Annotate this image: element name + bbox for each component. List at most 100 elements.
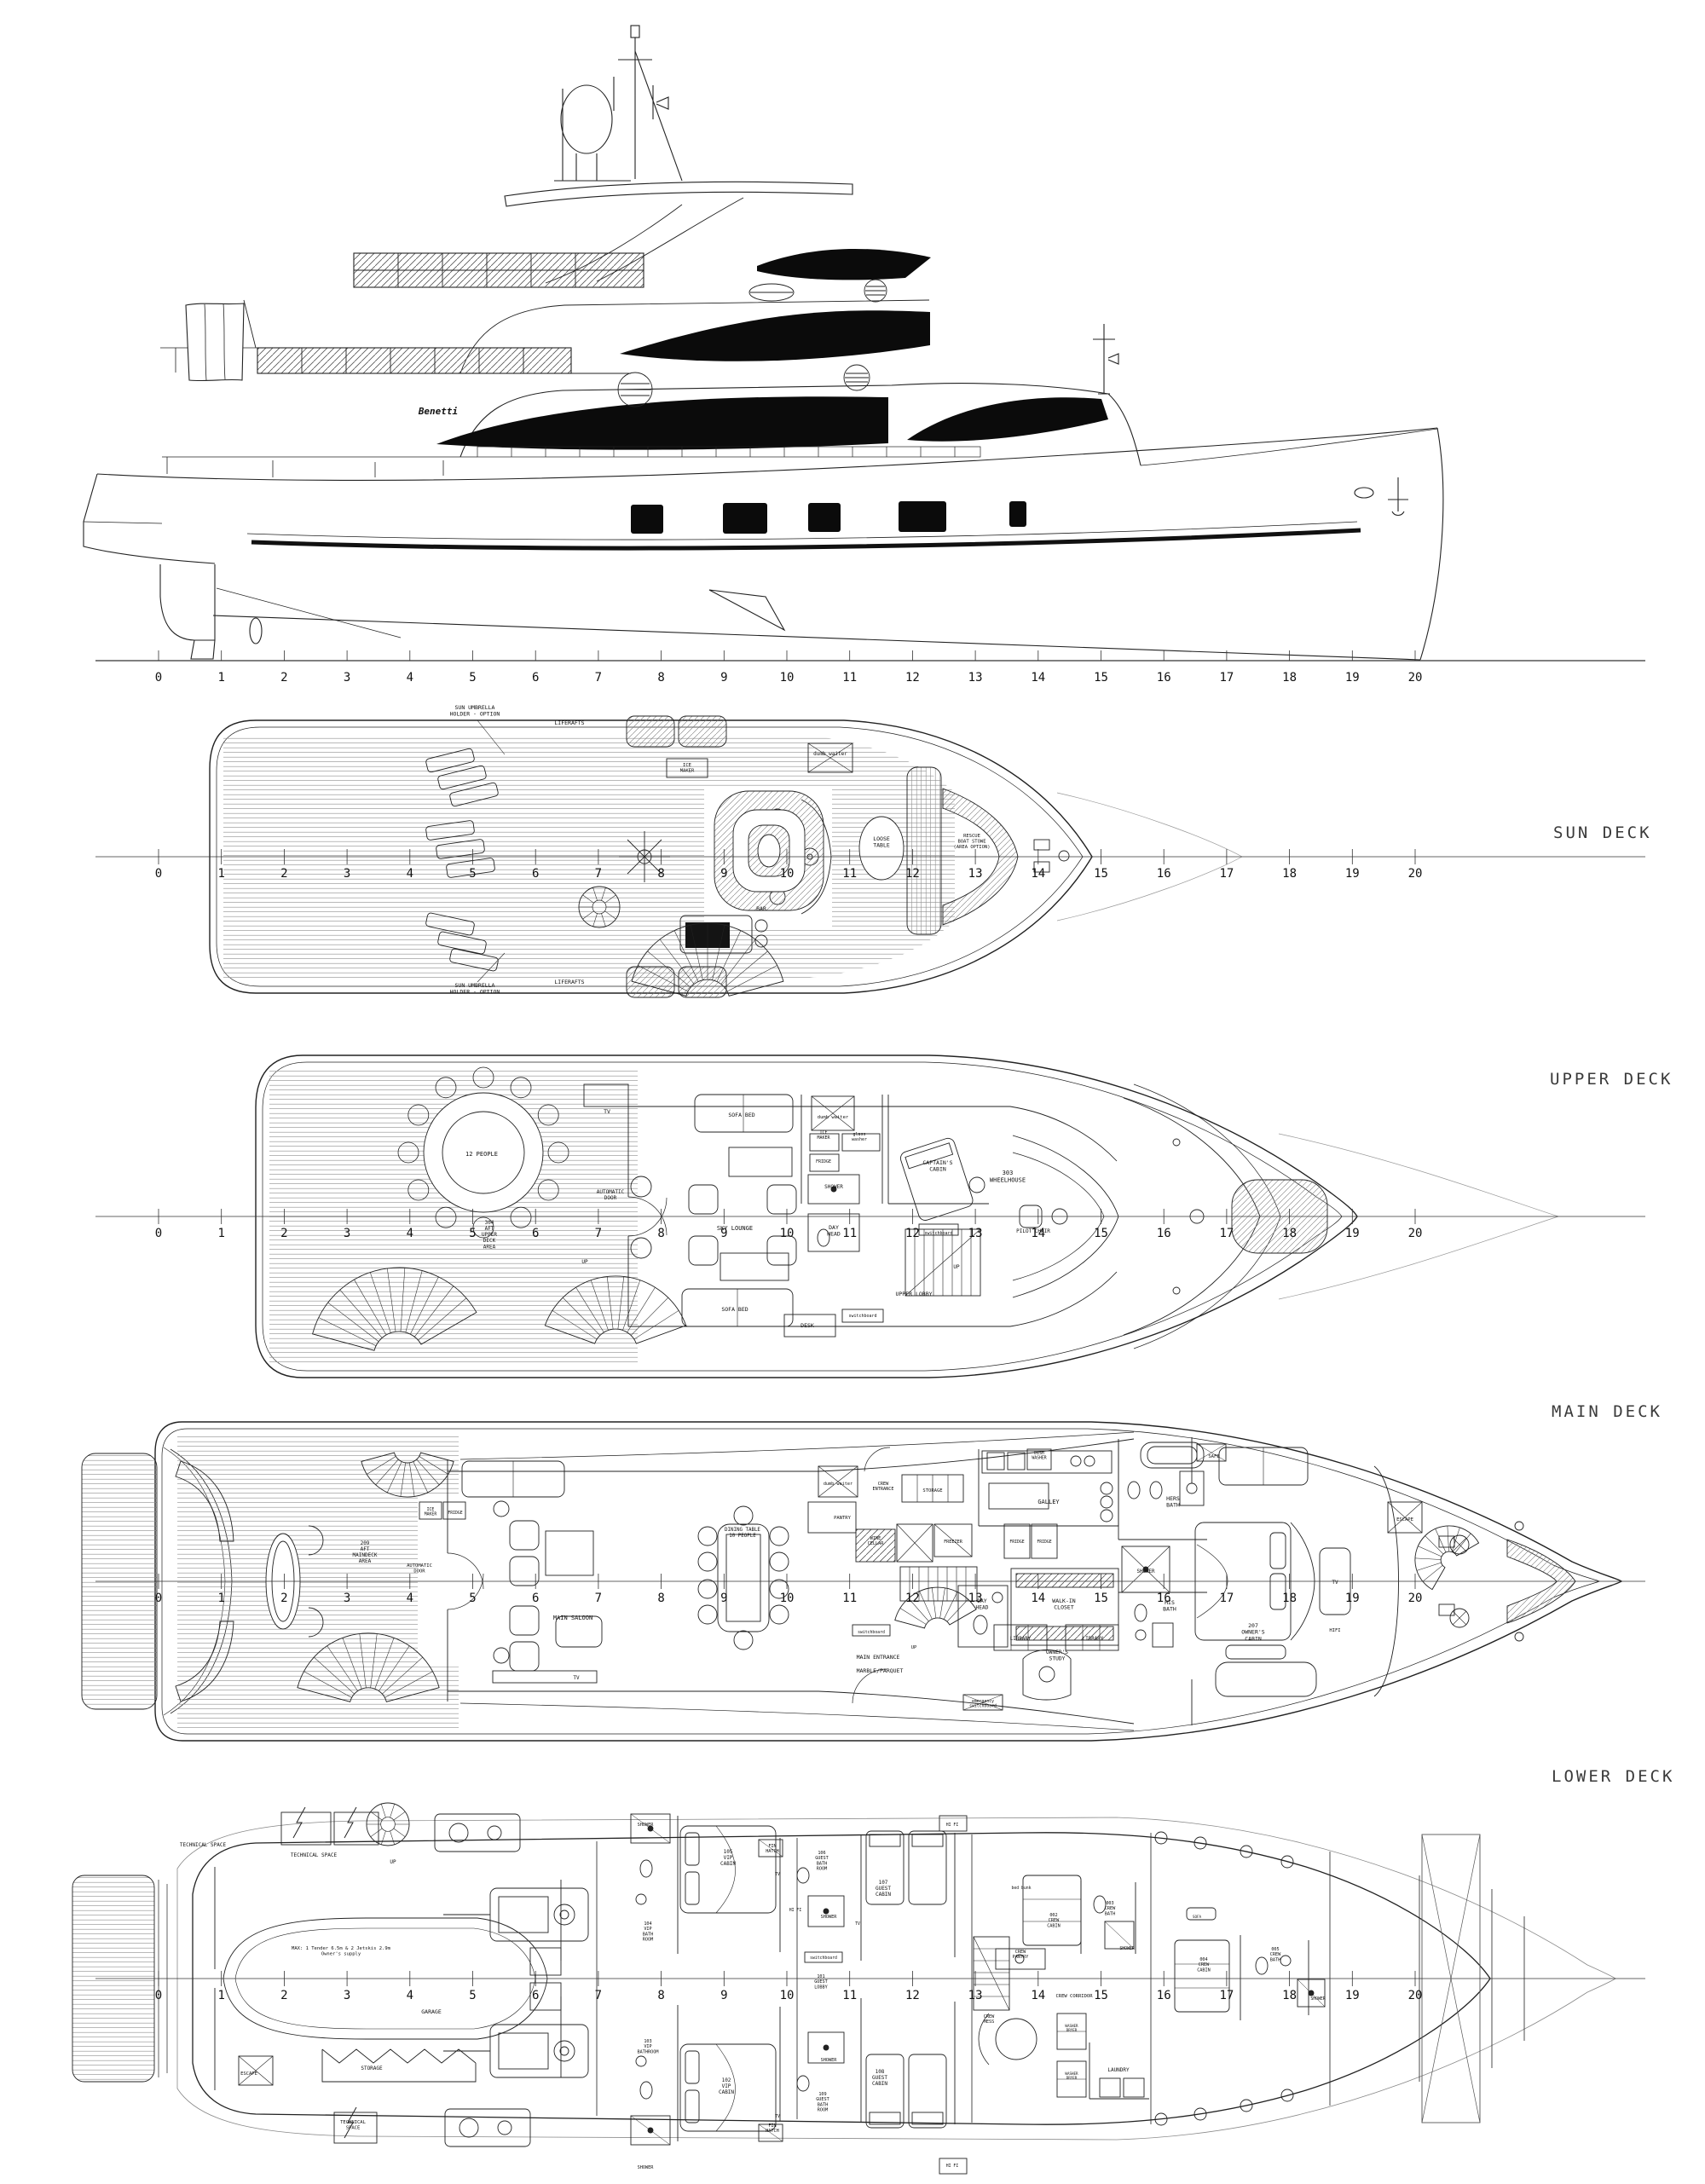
ruler-number: 10	[780, 1989, 795, 2002]
plan-label: LIFERAFTS	[554, 979, 584, 985]
ruler-number: 12	[905, 671, 920, 685]
plan-label: SHOWER	[821, 1915, 838, 1920]
plan-label: SKY LOUNGE	[717, 1225, 753, 1232]
ruler-number: 1	[217, 1592, 224, 1605]
ruler-number: 20	[1408, 1989, 1423, 2002]
plan-label: UP	[390, 1859, 396, 1865]
plan-label: STORAGE	[361, 2066, 383, 2071]
ruler-number: 14	[1031, 1227, 1045, 1240]
plan-label: SOFA BED	[728, 1112, 754, 1118]
ruler-number: 2	[280, 1227, 287, 1240]
ruler-number: 0	[155, 1989, 162, 2002]
ruler-number: 15	[1094, 671, 1108, 685]
plan-label: TV	[1332, 1580, 1338, 1586]
plan-label: SHOWER	[821, 2058, 838, 2063]
ruler-number: 8	[657, 867, 664, 881]
ruler-number: 15	[1094, 1592, 1108, 1605]
ruler-number: 13	[968, 1592, 983, 1605]
plan-label: TV	[604, 1108, 610, 1115]
dining-chair	[472, 1066, 494, 1089]
ruler-number: 14	[1031, 671, 1045, 685]
ruler-number: 19	[1345, 867, 1360, 881]
plan-label: SOFA	[1193, 1915, 1202, 1919]
plan-label: GARAGE	[421, 2008, 442, 2015]
ruler-number: 13	[968, 671, 983, 685]
dining-chair	[407, 1104, 430, 1126]
ruler-number: 13	[968, 1227, 983, 1240]
plan-label: MAIN SALOON	[553, 1615, 592, 1621]
ruler-number: 12	[905, 1989, 920, 2002]
ruler-number: 18	[1282, 867, 1297, 881]
ruler-number: 3	[344, 1227, 350, 1240]
main-deck-title: MAIN DECK	[1552, 1402, 1662, 1421]
plan-label: switchboard	[810, 1956, 837, 1961]
ruler-number: 12	[905, 1227, 920, 1240]
plan-label: HI FI	[946, 1823, 959, 1828]
ruler-number: 9	[720, 1989, 727, 2002]
plan-label: STORAGE	[922, 1488, 942, 1494]
ruler-number: 20	[1408, 1592, 1423, 1605]
ruler-number: 1	[217, 671, 224, 685]
plan-label: PILOT CHAIR	[1016, 1228, 1050, 1234]
ruler-number: 3	[344, 1592, 350, 1605]
plan-label: switchboard	[858, 1630, 885, 1635]
ruler-number: 17	[1219, 671, 1234, 685]
ruler-number: 16	[1157, 671, 1171, 685]
dining-chair	[537, 1104, 559, 1126]
lower-deck-title: LOWER DECK	[1552, 1767, 1675, 1786]
ruler-number: 0	[155, 671, 162, 685]
dining-chair	[397, 1141, 419, 1164]
ruler-number: 16	[1157, 867, 1171, 881]
ruler-number: 15	[1094, 1989, 1108, 2002]
ruler-number: 14	[1031, 1989, 1045, 2002]
plan-label: SHOWER	[638, 1823, 655, 1828]
ruler-number: 15	[1094, 1227, 1108, 1240]
ruler-number: 2	[280, 671, 287, 685]
plan-label: UPPER LOBBY	[895, 1291, 932, 1297]
plan-label: ESCAPE	[240, 2071, 257, 2077]
ruler-number: 10	[780, 671, 795, 685]
dining-chair	[407, 1179, 430, 1201]
ruler-number: 4	[407, 1227, 413, 1240]
ruler-number: 13	[968, 1989, 983, 2002]
ruler-number: 8	[657, 1227, 664, 1240]
ruler-number: 14	[1031, 1592, 1045, 1605]
plan-label: MAIN ENTRANCE	[857, 1654, 900, 1661]
sun-deck-title: SUN DECK	[1553, 823, 1652, 842]
plan-label: dumb waiter	[818, 1115, 849, 1120]
ruler-number: 5	[469, 1592, 476, 1605]
plan-label: SHOWER	[638, 2165, 655, 2170]
plan-label: BAR	[756, 905, 766, 912]
ruler-number: 4	[407, 671, 413, 685]
ruler-number: 3	[344, 671, 350, 685]
plan-label: GALLEY	[1037, 1499, 1060, 1505]
ruler-number: 16	[1157, 1227, 1171, 1240]
ruler-number: 5	[469, 671, 476, 685]
ruler-number: 20	[1408, 867, 1423, 881]
